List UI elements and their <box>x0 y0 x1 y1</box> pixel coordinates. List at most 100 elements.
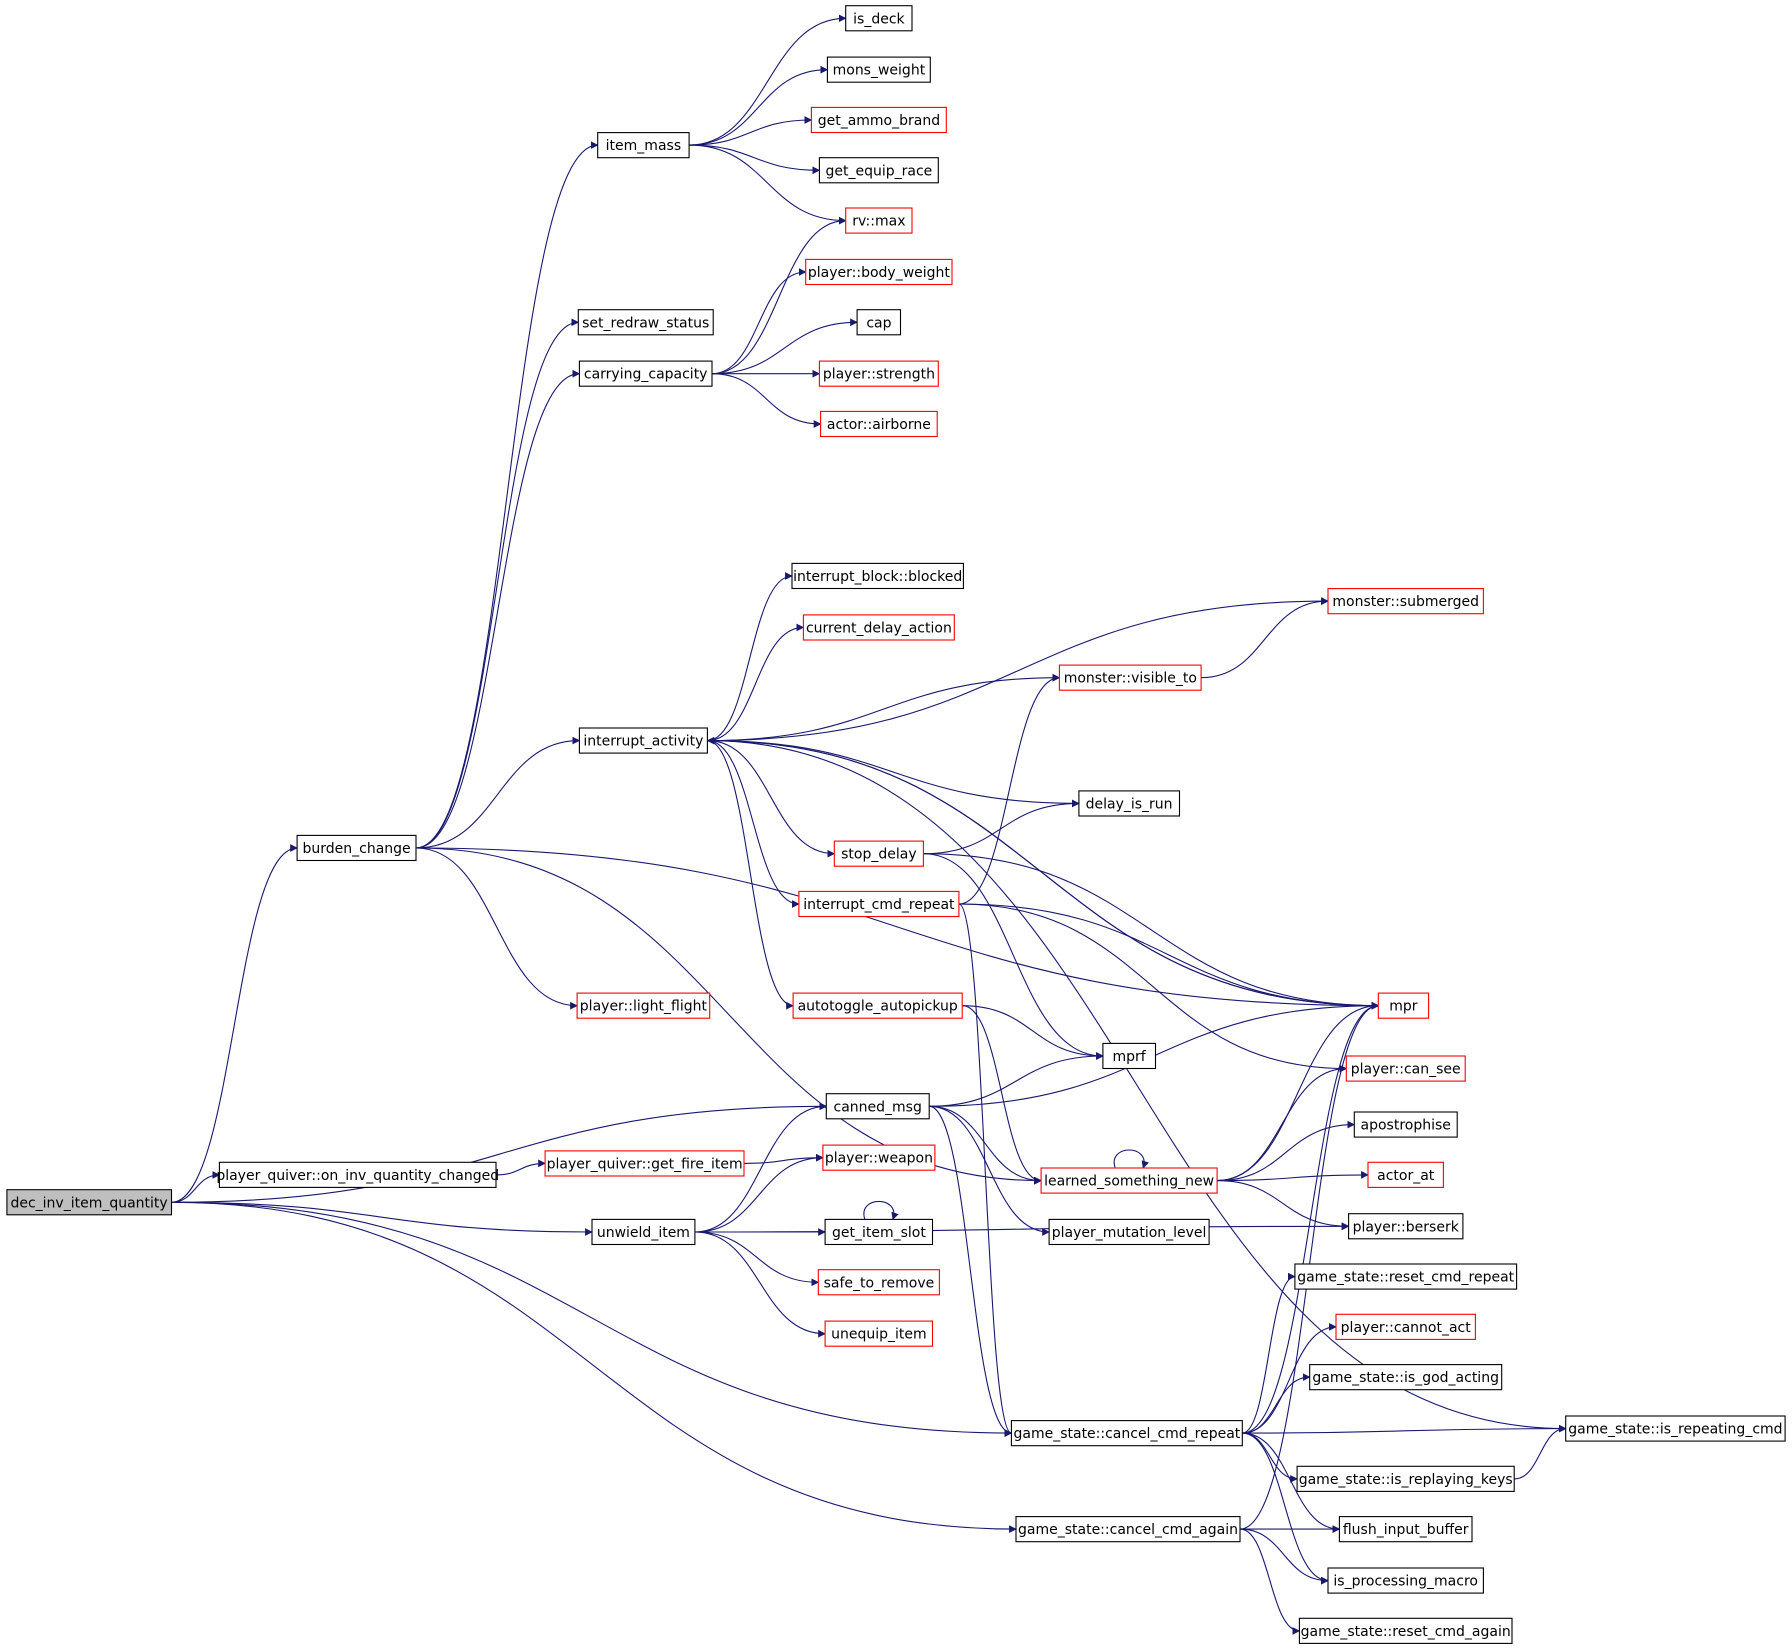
edge-interrupt-activity-to-autotoggle-autopickup <box>707 740 794 1010</box>
node-stop-delay[interactable]: stop_delay <box>833 840 924 867</box>
node-monster-submerged[interactable]: monster::submerged <box>1327 588 1484 615</box>
node-get-item-slot[interactable]: get_item_slot <box>824 1218 934 1246</box>
node-player-quiver-get-fire-item[interactable]: player_quiver::get_fire_item <box>544 1150 745 1177</box>
node-unequip-item[interactable]: unequip_item <box>824 1320 934 1347</box>
node-label: monster::submerged <box>1332 594 1479 610</box>
node-autotoggle-autopickup[interactable]: autotoggle_autopickup <box>792 992 963 1019</box>
node-player-cannot-act[interactable]: player::cannot_act <box>1335 1313 1476 1340</box>
edge-stop-delay-to-delay-is-run <box>923 799 1080 855</box>
node-box <box>833 840 924 867</box>
node-interrupt-activity[interactable]: interrupt_activity <box>578 727 708 754</box>
node-label: apostrophise <box>1361 1118 1451 1134</box>
node-gs-is-replaying-keys[interactable]: game_state::is_replaying_keys <box>1296 1465 1515 1492</box>
node-get-equip-race[interactable]: get_equip_race <box>818 157 939 184</box>
node-box <box>822 1144 936 1171</box>
node-box <box>825 1093 930 1120</box>
node-monster-visible-to[interactable]: monster::visible_to <box>1058 664 1202 691</box>
node-interrupt-block-blocked[interactable]: interrupt_block::blocked <box>791 562 964 590</box>
node-box <box>845 207 913 234</box>
node-box <box>805 258 953 286</box>
node-dec-inv-item-quantity[interactable]: dec_inv_item_quantity <box>6 1189 173 1216</box>
node-label: interrupt_cmd_repeat <box>803 897 955 913</box>
edges-layer <box>171 14 1567 1635</box>
node-carrying-capacity[interactable]: carrying_capacity <box>578 360 713 387</box>
node-box <box>1015 1516 1241 1543</box>
node-gs-cancel-cmd-repeat[interactable]: game_state::cancel_cmd_repeat <box>1010 1420 1243 1447</box>
node-label: carrying_capacity <box>584 367 708 383</box>
node-gs-reset-cmd-again[interactable]: game_state::reset_cmd_again <box>1298 1617 1513 1644</box>
node-player-body-weight[interactable]: player::body_weight <box>805 258 953 286</box>
node-flush-input-buffer[interactable]: flush_input_buffer <box>1338 1516 1473 1543</box>
node-player-strength[interactable]: player::strength <box>818 360 939 387</box>
node-label: item_mass <box>606 138 681 154</box>
node-rv-max[interactable]: rv::max <box>845 207 913 234</box>
node-delay-is-run[interactable]: delay_is_run <box>1078 790 1181 817</box>
edge-burden-change-to-set-redraw-status <box>415 318 580 849</box>
edge-interrupt-cmd-repeat-to-monster-visible-to <box>958 673 1061 905</box>
node-box <box>802 614 955 641</box>
node-label: learned_something_new <box>1044 1174 1214 1190</box>
node-mons-weight[interactable]: mons_weight <box>826 56 931 83</box>
edge-learned-something-new-to-apostrophise <box>1217 1120 1356 1182</box>
node-player-berserk[interactable]: player::berserk <box>1348 1213 1464 1240</box>
node-player-mutation-level[interactable]: player_mutation_level <box>1048 1218 1210 1246</box>
node-unwield-item[interactable]: unwield_item <box>591 1218 696 1246</box>
node-burden-change[interactable]: burden_change <box>296 834 417 862</box>
node-canned-msg[interactable]: canned_msg <box>825 1093 930 1120</box>
edge-carrying-capacity-to-player-body-weight <box>711 268 807 375</box>
node-box <box>1327 588 1484 615</box>
node-actor-at[interactable]: actor_at <box>1367 1161 1444 1188</box>
node-gs-reset-cmd-repeat[interactable]: game_state::reset_cmd_repeat <box>1294 1263 1518 1290</box>
node-label: player::can_see <box>1351 1062 1461 1078</box>
node-label: get_ammo_brand <box>818 113 940 129</box>
node-box <box>1345 1055 1466 1082</box>
node-box <box>1294 1263 1518 1290</box>
node-box <box>597 132 690 159</box>
node-box <box>591 1218 696 1246</box>
edge-learned-something-new-to-player-can-see <box>1217 1064 1348 1182</box>
edge-item-mass-to-get-equip-race <box>689 144 821 175</box>
edge-dec-inv-item-quantity-to-unwield-item <box>171 1201 593 1236</box>
node-player-quiver-on-inv[interactable]: player_quiver::on_inv_quantity_changed <box>216 1161 499 1188</box>
node-player-weapon[interactable]: player::weapon <box>822 1144 936 1171</box>
node-is-processing-macro[interactable]: is_processing_macro <box>1327 1567 1484 1594</box>
node-label: set_redraw_status <box>582 315 709 331</box>
edge-interrupt-activity-to-interrupt-cmd-repeat <box>707 740 800 908</box>
node-get-ammo-brand[interactable]: get_ammo_brand <box>810 106 947 134</box>
node-box <box>1058 664 1202 691</box>
edge-burden-change-to-player-light-flight <box>415 847 578 1010</box>
node-interrupt-cmd-repeat[interactable]: interrupt_cmd_repeat <box>798 890 960 918</box>
node-actor-airborne[interactable]: actor::airborne <box>820 410 938 438</box>
node-label: safe_to_remove <box>824 1275 935 1291</box>
node-player-light-flight[interactable]: player::light_flight <box>576 992 711 1019</box>
edge-autotoggle-autopickup-to-learned-something-new <box>962 1005 1042 1185</box>
node-cap[interactable]: cap <box>856 309 902 336</box>
node-gs-is-repeating-cmd[interactable]: game_state::is_repeating_cmd <box>1565 1415 1786 1442</box>
node-mpr[interactable]: mpr <box>1377 992 1430 1019</box>
node-apostrophise[interactable]: apostrophise <box>1353 1111 1458 1138</box>
node-current-delay-action[interactable]: current_delay_action <box>802 614 955 641</box>
node-learned-something-new[interactable]: learned_something_new <box>1040 1167 1218 1194</box>
node-safe-to-remove[interactable]: safe_to_remove <box>817 1269 940 1296</box>
node-gs-is-god-acting[interactable]: game_state::is_god_acting <box>1309 1364 1503 1391</box>
node-mprf[interactable]: mprf <box>1102 1042 1157 1070</box>
edge-gs-cancel-cmd-repeat-to-gs-is-replaying-keys <box>1242 1432 1298 1483</box>
node-box <box>1327 1567 1484 1594</box>
node-label: player::strength <box>823 367 935 383</box>
edge-mpr-to-interrupt-activity <box>706 736 1379 1007</box>
edge-canned-msg-to-player-mutation-level <box>929 1105 1050 1236</box>
node-item-mass[interactable]: item_mass <box>597 132 690 159</box>
node-label: autotoggle_autopickup <box>798 999 958 1015</box>
edge-gs-cancel-cmd-repeat-to-gs-is-repeating-cmd <box>1242 1424 1567 1434</box>
edge-monster-visible-to-to-monster-submerged <box>1201 597 1329 679</box>
edge-gs-is-replaying-keys-to-gs-is-repeating-cmd <box>1514 1424 1567 1480</box>
node-is-deck[interactable]: is_deck <box>845 5 913 32</box>
edge-get-item-slot-to-get-item-slot <box>863 1200 899 1221</box>
node-box <box>1309 1364 1503 1391</box>
node-player-can-see[interactable]: player::can_see <box>1345 1055 1466 1082</box>
edge-burden-change-to-mpr <box>415 847 1380 1010</box>
node-gs-cancel-cmd-again[interactable]: game_state::cancel_cmd_again <box>1015 1516 1241 1543</box>
node-box <box>578 727 708 754</box>
node-box <box>1377 992 1430 1019</box>
node-set-redraw-status[interactable]: set_redraw_status <box>577 309 714 336</box>
